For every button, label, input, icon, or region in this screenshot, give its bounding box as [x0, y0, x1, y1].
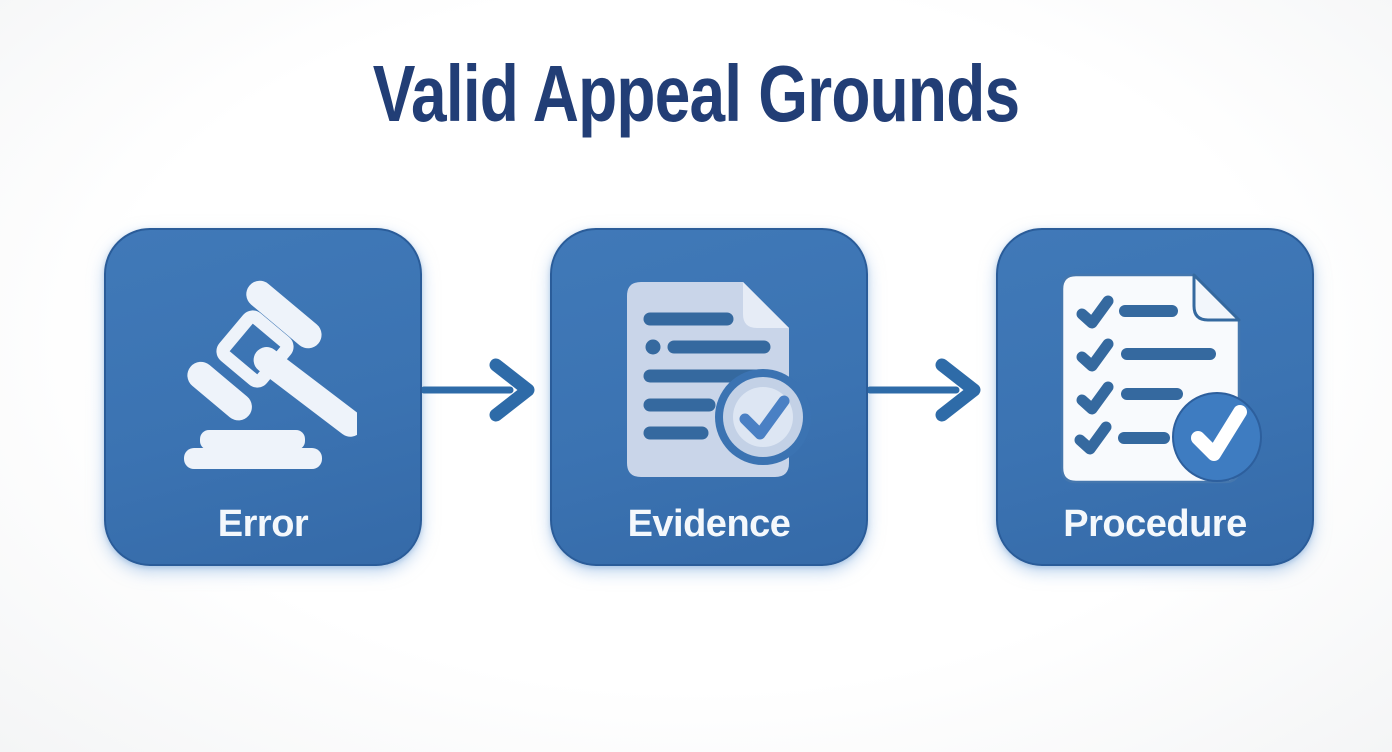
step-card-evidence: Evidence — [550, 228, 868, 566]
step-label-error: Error — [217, 503, 309, 545]
arrow-right-icon — [422, 358, 535, 422]
step-card-procedure: Procedure — [996, 228, 1314, 566]
gavel-icon — [184, 280, 357, 469]
step-label-procedure: Procedure — [1063, 503, 1247, 545]
arrow-right-icon — [868, 358, 981, 422]
step-label-evidence: Evidence — [627, 503, 791, 545]
step-card-error: Error — [104, 228, 422, 566]
diagram-title: Valid Appeal Grounds — [372, 49, 1020, 138]
document-check-icon — [627, 282, 811, 477]
checklist-check-icon — [1060, 273, 1262, 484]
